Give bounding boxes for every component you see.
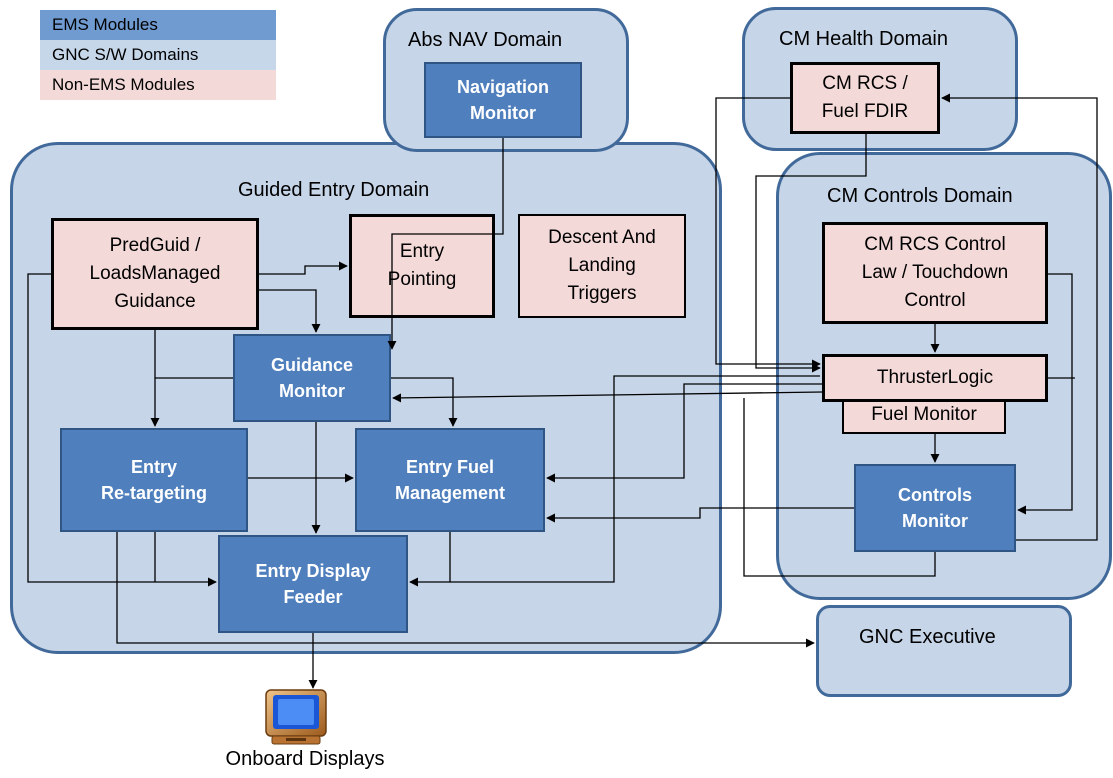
- legend-gnc-domains: GNC S/W Domains: [40, 40, 276, 70]
- thruster-logic-box: ThrusterLogic: [822, 354, 1048, 402]
- predguid-box: PredGuid / LoadsManaged Guidance: [51, 218, 259, 330]
- abs-nav-domain-title: Abs NAV Domain: [408, 29, 563, 51]
- guided-entry-domain-title: Guided Entry Domain: [238, 179, 430, 201]
- gnc-executive-title: GNC Executive: [859, 626, 996, 648]
- monitor-icon: [265, 689, 327, 745]
- legend-non-ems-modules: Non-EMS Modules: [40, 70, 276, 100]
- entry-display-feeder-box: Entry Display Feeder: [218, 535, 408, 633]
- controls-monitor-box: Controls Monitor: [854, 464, 1016, 552]
- legend: EMS Modules GNC S/W Domains Non-EMS Modu…: [40, 10, 276, 100]
- cm-controls-domain-title: CM Controls Domain: [827, 185, 1013, 207]
- navigation-monitor-box: Navigation Monitor: [424, 62, 582, 138]
- cm-rcs-control-law-box: CM RCS Control Law / Touchdown Control: [822, 222, 1048, 324]
- onboard-displays-label: Onboard Displays: [225, 748, 385, 770]
- cm-health-domain-title: CM Health Domain: [779, 28, 948, 50]
- entry-fuel-management-box: Entry Fuel Management: [355, 428, 545, 532]
- entry-retargeting-box: Entry Re-targeting: [60, 428, 248, 532]
- entry-pointing-box: Entry Pointing: [349, 214, 495, 318]
- gnc-executive-domain: GNC Executive: [816, 605, 1072, 697]
- descent-landing-triggers-box: Descent And Landing Triggers: [518, 214, 686, 318]
- guidance-monitor-box: Guidance Monitor: [233, 334, 391, 422]
- legend-ems-modules: EMS Modules: [40, 10, 276, 40]
- cm-rcs-fuel-fdir-box: CM RCS / Fuel FDIR: [790, 62, 940, 134]
